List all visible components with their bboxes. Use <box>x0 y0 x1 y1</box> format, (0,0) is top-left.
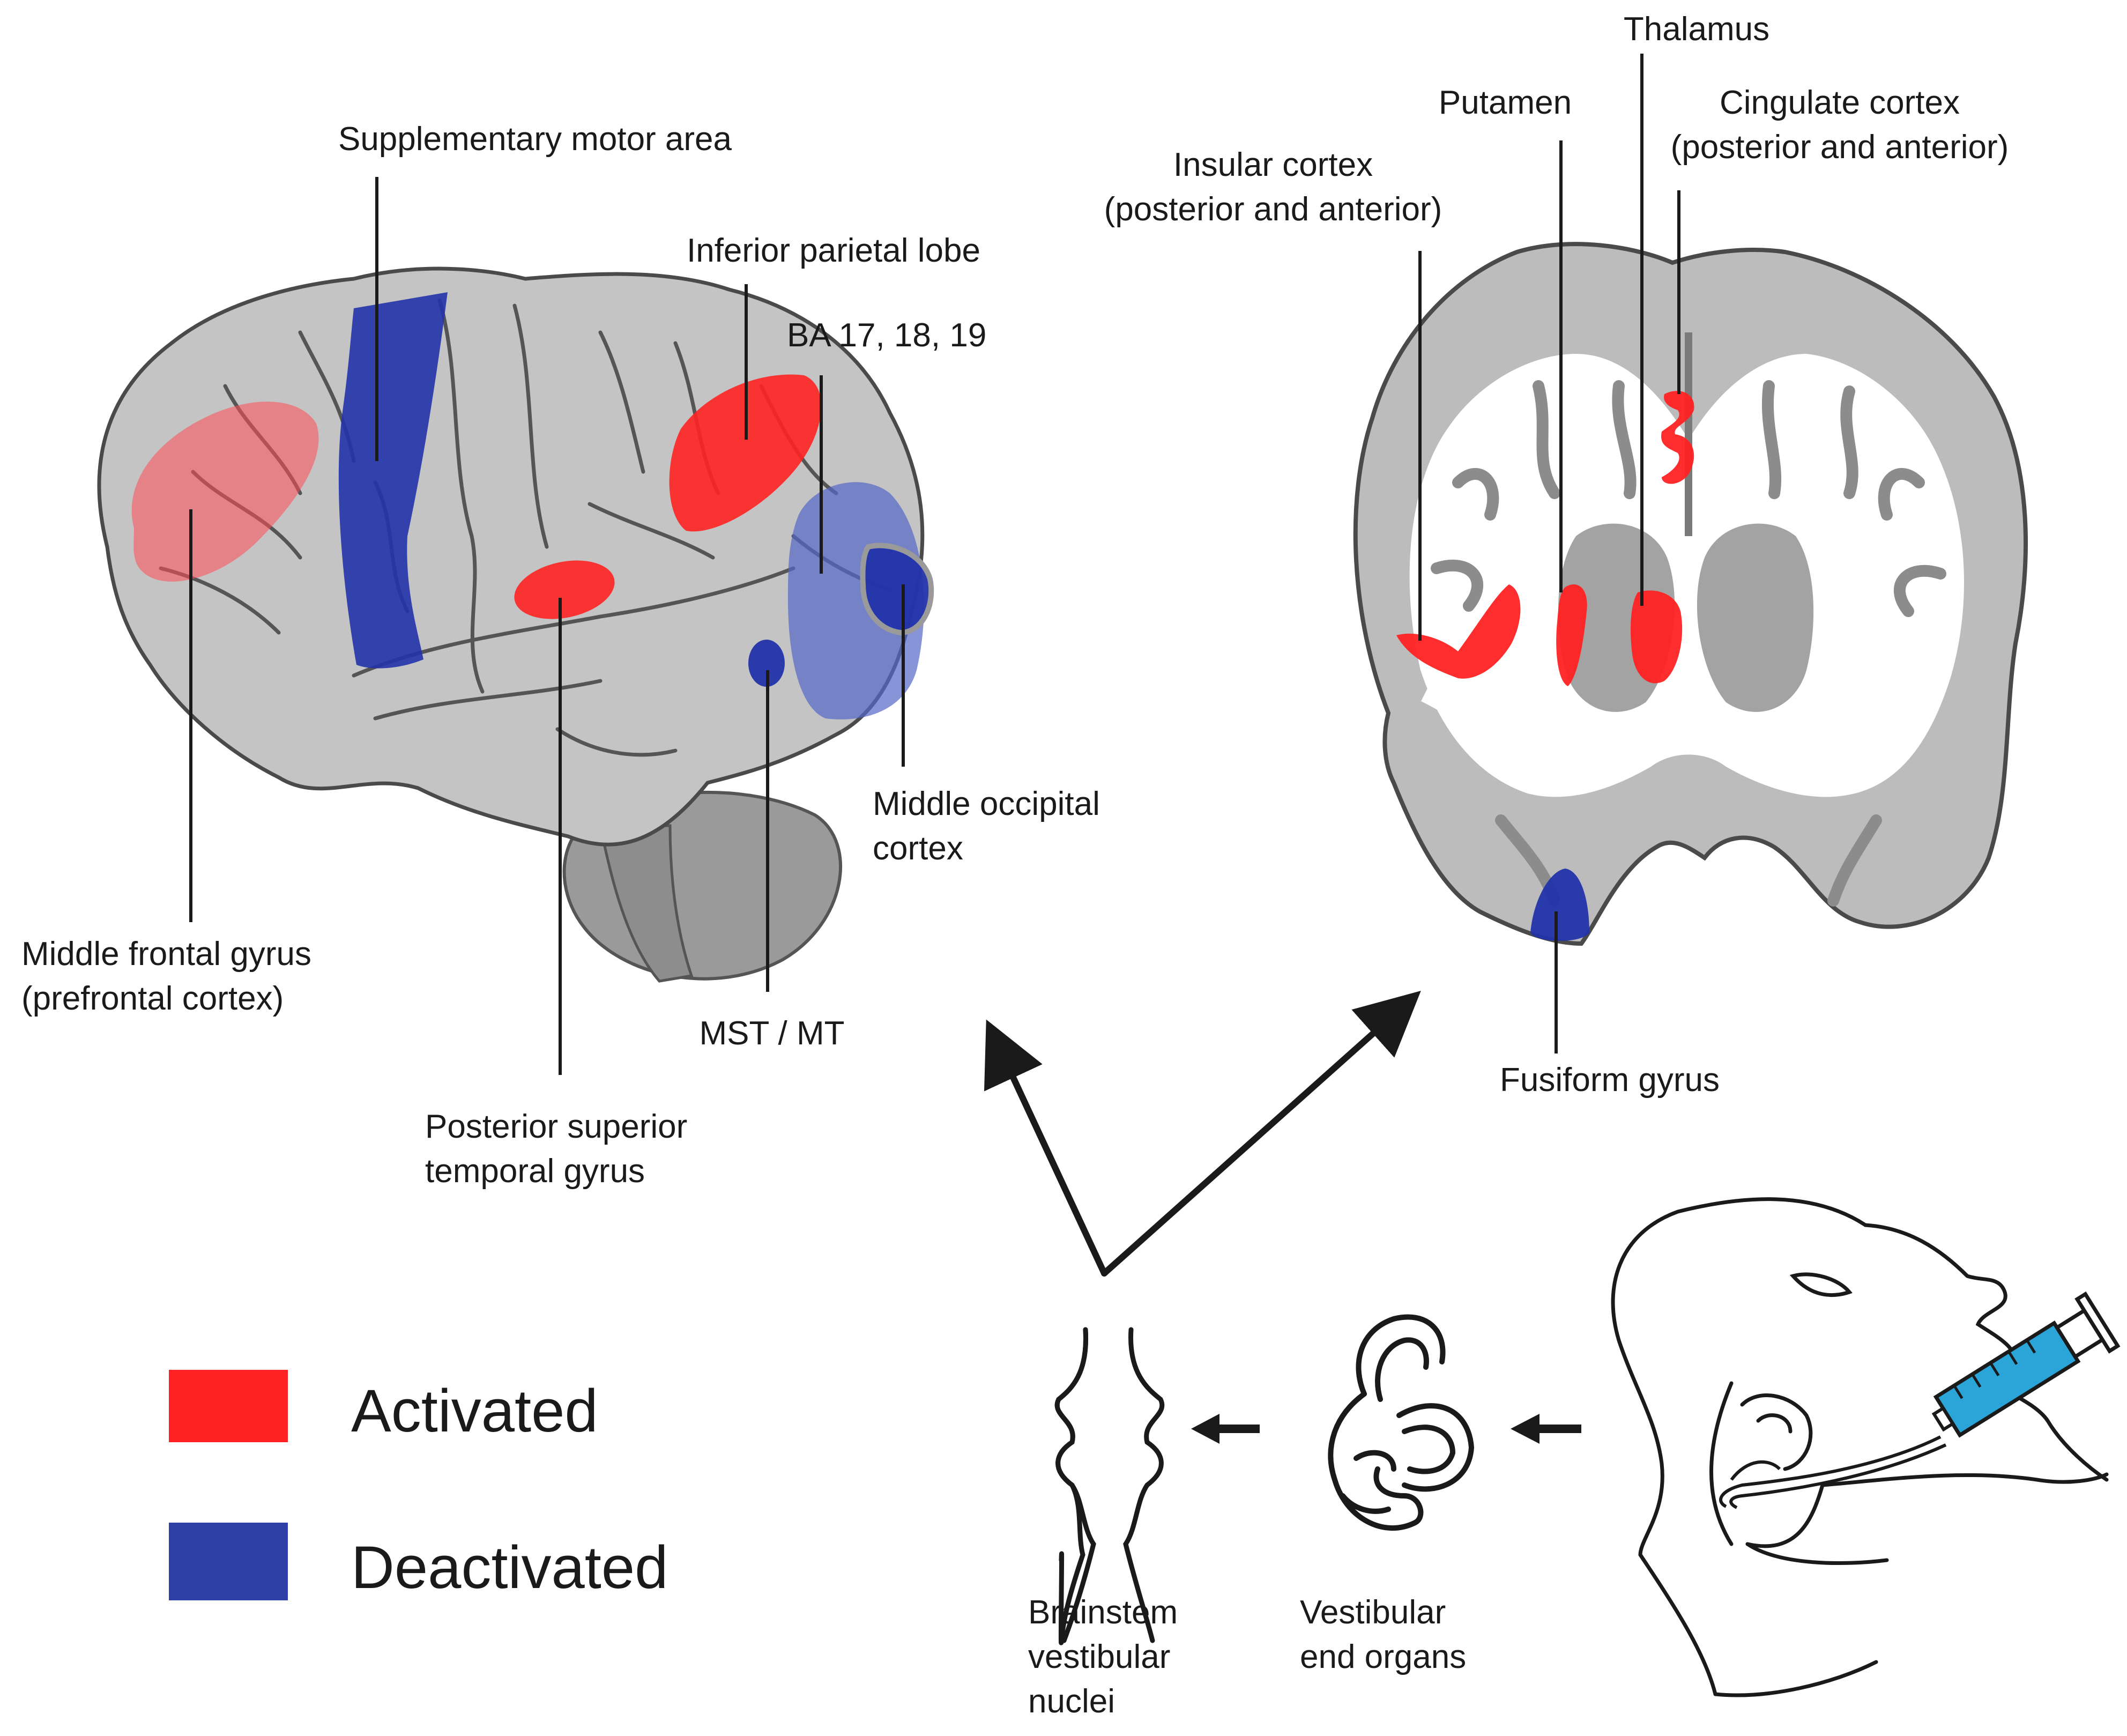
region-putamen <box>1556 584 1587 686</box>
label-posterior-superior-2: temporal gyrus <box>425 1153 645 1190</box>
label-cingulate-1: Cingulate cortex <box>1720 84 1960 121</box>
tubing <box>1719 1435 1947 1509</box>
label-ba-17-18-19: BA 17, 18, 19 <box>787 317 986 354</box>
label-brainstem-3: nuclei <box>1028 1683 1115 1720</box>
patient-head-icon <box>1611 1197 2109 1697</box>
label-middle-frontal-gyrus-1: Middle frontal gyrus <box>21 936 311 973</box>
label-brainstem-1: Brainstem <box>1028 1594 1178 1631</box>
label-middle-occipital-1: Middle occipital <box>873 785 1100 822</box>
small-arrow-head-to-ear <box>1511 1414 1581 1444</box>
region-middle-frontal-gyrus <box>131 402 319 582</box>
region-mst-mt <box>748 640 785 687</box>
coronal-leader-lines <box>1418 54 1680 1054</box>
legend-activated-label: Activated <box>351 1377 598 1444</box>
legend-deactivated-swatch <box>169 1523 288 1600</box>
legend-deactivated-label: Deactivated <box>351 1534 668 1601</box>
label-insular-1: Insular cortex <box>1173 146 1373 183</box>
region-inferior-parietal-lobe <box>669 374 822 532</box>
coronal-brain-section-icon <box>1353 242 2028 946</box>
legend-activated-swatch <box>169 1370 288 1442</box>
region-insular-cortex <box>1396 584 1521 679</box>
region-supplementary-motor-area <box>338 292 448 669</box>
small-arrow-ear-to-brainstem <box>1191 1414 1260 1444</box>
label-putamen: Putamen <box>1439 84 1572 121</box>
region-posterior-superior-temporal-gyrus <box>514 560 615 619</box>
region-middle-occipital-cortex <box>860 543 934 636</box>
label-supplementary-motor-area: Supplementary motor area <box>338 121 732 158</box>
label-insular-2: (posterior and anterior) <box>1104 191 1442 228</box>
region-thalamus <box>1631 590 1683 684</box>
syringe-icon <box>1931 1291 2121 1438</box>
region-cingulate-cortex <box>1661 391 1694 484</box>
coronal-gyri <box>1431 380 1946 907</box>
label-brainstem-2: vestibular <box>1028 1638 1170 1675</box>
label-inferior-parietal-lobe: Inferior parietal lobe <box>687 232 980 269</box>
temporal-white <box>1421 682 1521 768</box>
label-vestibular-2: end organs <box>1300 1638 1466 1675</box>
label-vestibular-1: Vestibular <box>1300 1594 1446 1631</box>
label-middle-frontal-gyrus-2: (prefrontal cortex) <box>21 980 284 1017</box>
label-cingulate-2: (posterior and anterior) <box>1671 129 2009 166</box>
lateral-brainstem <box>598 824 694 983</box>
label-mst-mt: MST / MT <box>700 1015 845 1052</box>
projection-arrows <box>984 991 1421 1277</box>
region-fusiform-gyrus <box>1530 869 1589 941</box>
label-posterior-superior-1: Posterior superior <box>425 1108 687 1145</box>
lateral-leader-lines <box>189 177 905 1075</box>
arrow-to-coronal-section <box>1101 991 1421 1277</box>
arrow-to-lateral-brain <box>984 1019 1107 1277</box>
right-basal-ganglia <box>1697 523 1814 712</box>
label-fusiform-gyrus: Fusiform gyrus <box>1500 1062 1720 1099</box>
label-middle-occipital-2: cortex <box>873 830 963 867</box>
legend: Activated Deactivated <box>169 1370 668 1601</box>
brainstem-icon <box>1054 1327 1165 1645</box>
label-thalamus: Thalamus <box>1624 11 1769 48</box>
inner-ear-icon <box>1328 1314 1475 1531</box>
